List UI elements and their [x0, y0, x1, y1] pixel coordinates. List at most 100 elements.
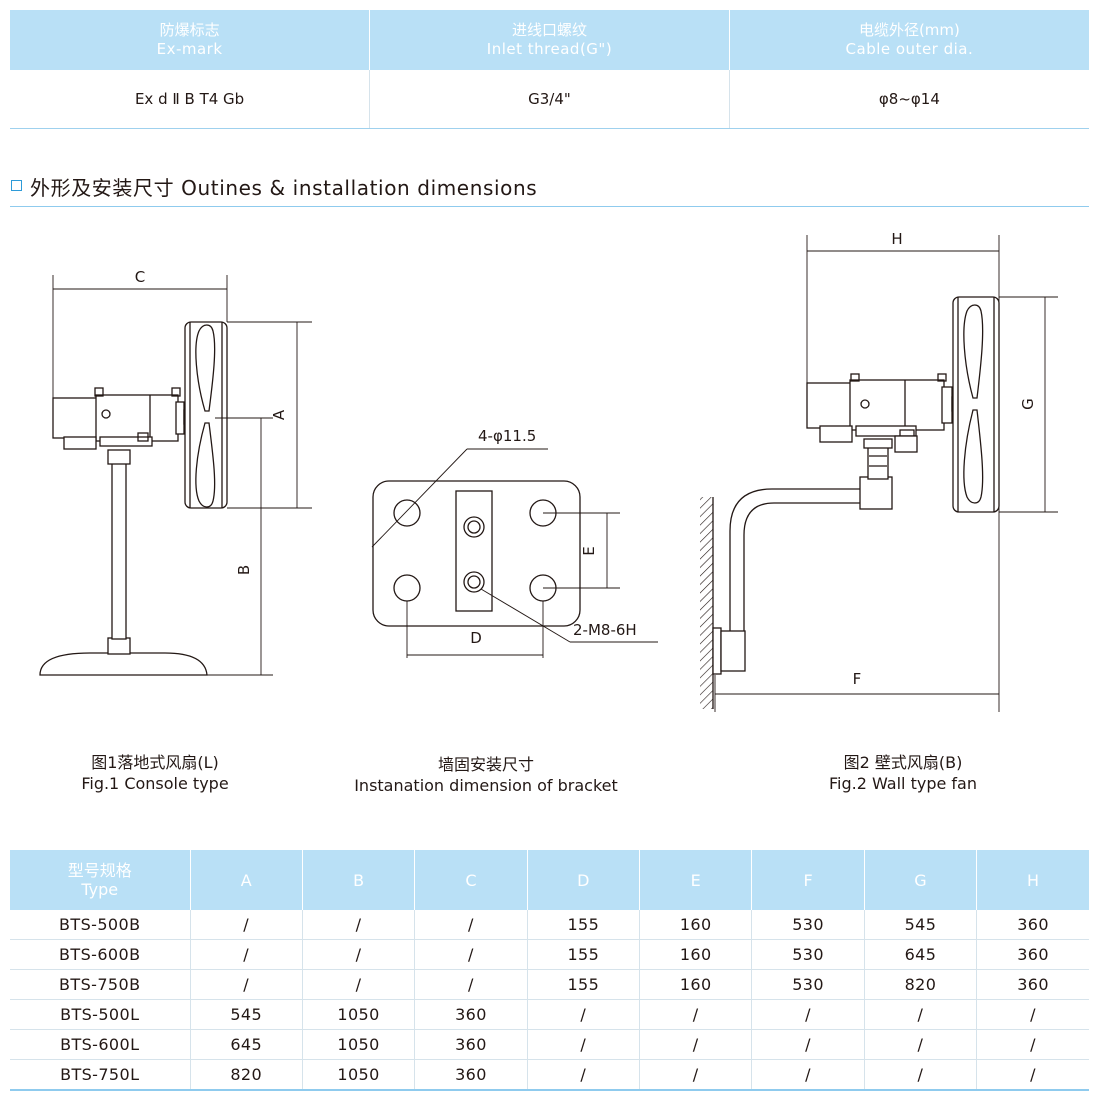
- column-header: C: [414, 850, 528, 910]
- caption-en: Fig.1 Console type: [81, 774, 229, 793]
- spec-value-row: Ex d Ⅱ B T4 Gb G3/4" φ8~φ14: [10, 70, 1089, 129]
- dimension-cell: 160: [638, 910, 752, 940]
- header-cn: 型号规格: [67, 861, 132, 880]
- caption-en: Instanation dimension of bracket: [354, 776, 618, 795]
- section-heading: 外形及安装尺寸 Outines & installation dimension…: [10, 172, 1089, 207]
- dimension-cell: 545: [189, 999, 303, 1030]
- spec-value-thread: G3/4": [369, 70, 730, 129]
- dimension-cell: 155: [526, 910, 640, 940]
- dimension-cell: /: [638, 1029, 752, 1060]
- dimension-cell: /: [526, 1059, 640, 1091]
- dimension-cell: 360: [976, 910, 1089, 940]
- caption-cn: 图1落地式风扇(L): [91, 753, 219, 772]
- column-header: G: [863, 850, 977, 910]
- dimension-cell: 160: [638, 939, 752, 970]
- dimension-cell: 645: [189, 1029, 303, 1060]
- bracket-dimensions: [371, 448, 658, 658]
- dimension-cell: /: [976, 1029, 1089, 1060]
- spec-header-thread: 进线口螺纹 Inlet thread(G"): [369, 10, 730, 70]
- dimension-cell: /: [751, 999, 865, 1030]
- dimension-label-g: G: [1019, 398, 1037, 410]
- column-header: B: [301, 850, 415, 910]
- type-header: 型号规格 Type: [10, 850, 190, 910]
- model-cell: BTS-500B: [10, 910, 190, 940]
- column-header: H: [976, 850, 1089, 910]
- dimension-cell: /: [863, 1059, 977, 1091]
- dimension-cell: /: [526, 999, 640, 1030]
- caption-fig2: 图2 壁式风扇(B) Fig.2 Wall type fan: [803, 752, 1003, 794]
- model-cell: BTS-750B: [10, 969, 190, 1000]
- dimension-cell: /: [638, 999, 752, 1030]
- caption-bracket: 墙固安装尺寸 Instanation dimension of bracket: [336, 754, 636, 796]
- dimension-drawing: C A B 4-φ11.5 E D 2-M8-6H: [39, 230, 1058, 712]
- model-cell: BTS-750L: [10, 1059, 190, 1091]
- hole-spec-label: 4-φ11.5: [478, 427, 536, 445]
- caption-cn: 图2 壁式风扇(B): [843, 753, 963, 772]
- bracket-plate-drawing: [372, 480, 581, 627]
- header-cn: 进线口螺纹: [511, 21, 587, 39]
- dimension-cell: 360: [976, 969, 1089, 1000]
- dimension-cell: 360: [414, 999, 528, 1030]
- dimension-cell: 160: [638, 969, 752, 1000]
- model-cell: BTS-600L: [10, 1029, 190, 1060]
- dimension-cell: 530: [751, 939, 865, 970]
- column-header: F: [751, 850, 865, 910]
- spec-table: 防爆标志 Ex-mark 进线口螺纹 Inlet thread(G") 电缆外径…: [10, 10, 1089, 129]
- dimension-cell: /: [301, 969, 415, 1000]
- spec-value-exmark: Ex d Ⅱ B T4 Gb: [10, 70, 370, 129]
- dimension-cell: 360: [414, 1059, 528, 1091]
- dimension-label-c: C: [135, 268, 145, 286]
- header-en: Ex-mark: [156, 40, 223, 58]
- dimension-cell: /: [638, 1059, 752, 1091]
- dimension-cell: 820: [863, 969, 977, 1000]
- caption-fig1: 图1落地式风扇(L) Fig.1 Console type: [55, 752, 255, 794]
- model-cell: BTS-600B: [10, 939, 190, 970]
- dimension-cell: 1050: [301, 999, 415, 1030]
- dimension-cell: 155: [526, 939, 640, 970]
- dimension-label-a: A: [270, 409, 288, 420]
- header-en: Type: [81, 880, 119, 899]
- dimension-cell: 1050: [301, 1059, 415, 1091]
- spec-header-row: 防爆标志 Ex-mark 进线口螺纹 Inlet thread(G") 电缆外径…: [10, 10, 1089, 70]
- console-fan-drawing: [39, 321, 228, 676]
- header-en: Cable outer dia.: [845, 40, 974, 58]
- header-cn: 电缆外径(mm): [858, 21, 960, 39]
- spec-header-exmark: 防爆标志 Ex-mark: [10, 10, 370, 70]
- dimension-cell: /: [976, 999, 1089, 1030]
- column-header: E: [638, 850, 752, 910]
- dimension-cell: /: [301, 910, 415, 940]
- dimension-label-e: E: [580, 546, 598, 555]
- dimension-cell: 530: [751, 910, 865, 940]
- dimension-cell: 360: [414, 1029, 528, 1060]
- dimension-label-f: F: [853, 670, 862, 688]
- dimension-cell: /: [189, 939, 303, 970]
- dimension-cell: 545: [863, 910, 977, 940]
- wall-fan-dimensions: [714, 235, 1058, 712]
- spec-value-cable: φ8~φ14: [728, 70, 1089, 129]
- dimension-cell: /: [189, 910, 303, 940]
- column-header: D: [526, 850, 640, 910]
- dimension-cell: /: [526, 1029, 640, 1060]
- section-title-text: 外形及安装尺寸 Outines & installation dimension…: [30, 176, 538, 200]
- dimension-cell: /: [976, 1059, 1089, 1091]
- dimension-label-b: B: [235, 565, 253, 575]
- dimension-cell: /: [751, 1059, 865, 1091]
- dimension-cell: /: [414, 939, 528, 970]
- dimension-cell: /: [414, 910, 528, 940]
- dimension-cell: /: [751, 1029, 865, 1060]
- dimension-cell: 360: [976, 939, 1089, 970]
- dimension-label-d: D: [470, 629, 482, 647]
- spec-header-cable: 电缆外径(mm) Cable outer dia.: [728, 10, 1089, 70]
- dimension-cell: /: [414, 969, 528, 1000]
- console-fan-dimensions: [52, 275, 312, 676]
- thread-spec-label: 2-M8-6H: [573, 621, 637, 639]
- wall-fan-drawing: [700, 296, 1000, 709]
- caption-cn: 墙固安装尺寸: [437, 755, 534, 774]
- dimension-cell: /: [301, 939, 415, 970]
